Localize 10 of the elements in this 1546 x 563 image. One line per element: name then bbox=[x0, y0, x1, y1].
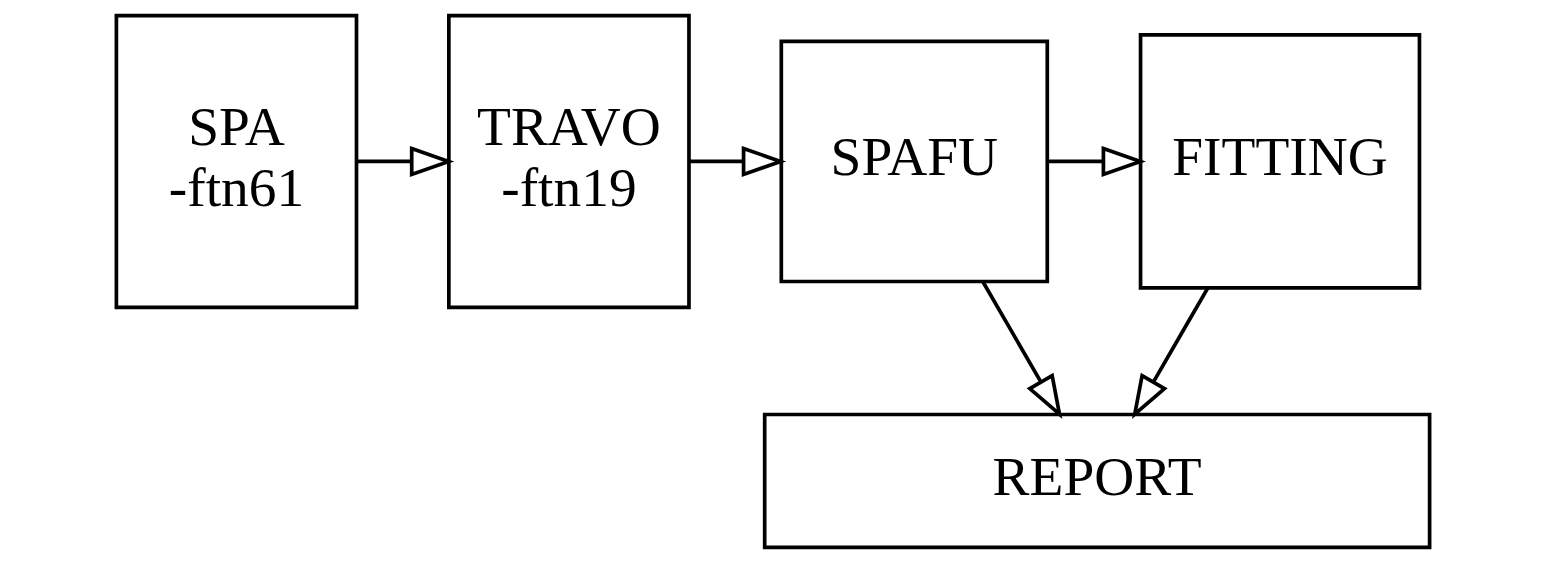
arrow bbox=[1131, 287, 1210, 419]
arrow bbox=[689, 145, 787, 177]
arrow bbox=[981, 280, 1063, 419]
arrow bbox=[1047, 145, 1146, 177]
node-box: SPAFU bbox=[779, 39, 1050, 284]
arrow bbox=[356, 145, 455, 177]
node-box: FITTING bbox=[1138, 33, 1422, 290]
node-box: REPORT bbox=[762, 412, 1432, 550]
node-box: SPA -ftn61 bbox=[114, 13, 359, 310]
node-box: TRAVO -ftn19 bbox=[447, 13, 691, 310]
